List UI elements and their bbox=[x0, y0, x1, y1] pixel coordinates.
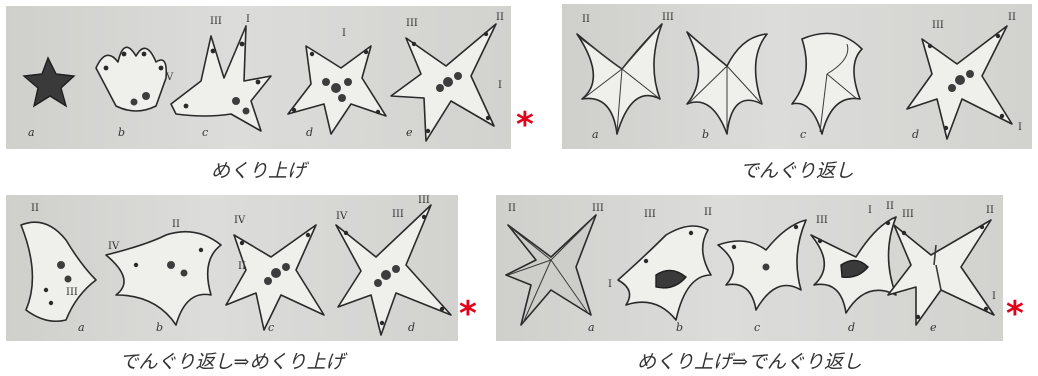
figure-label: c bbox=[754, 321, 760, 334]
starfish-photo-flip-up-to-somersault: a b c d e II III III II I III I II III I… bbox=[496, 195, 1003, 341]
figure-label: a bbox=[28, 126, 35, 139]
arm-numeral: IV bbox=[108, 241, 120, 252]
marker-asterisk: * bbox=[516, 108, 534, 142]
figure-label: b bbox=[676, 321, 683, 334]
arm-numeral: I bbox=[608, 279, 612, 290]
starfish-d bbox=[288, 46, 386, 134]
starfish-a bbox=[21, 222, 96, 321]
arm-numeral: I bbox=[868, 205, 872, 216]
arm-numeral: III bbox=[418, 195, 430, 206]
arm-numeral: III bbox=[902, 209, 914, 220]
arm-numeral: IV bbox=[234, 215, 246, 226]
figure-label: d bbox=[306, 126, 313, 139]
arm-numeral: III bbox=[662, 12, 674, 23]
starfish-c bbox=[792, 33, 862, 134]
arm-numeral: II bbox=[986, 205, 994, 216]
arm-numeral: III bbox=[932, 20, 944, 31]
arm-numeral: III bbox=[210, 16, 222, 27]
figure-label: d bbox=[912, 128, 919, 141]
figure-label: b bbox=[156, 321, 163, 334]
figure-label: c bbox=[202, 126, 208, 139]
arm-numeral: III bbox=[644, 209, 656, 220]
marker-asterisk: * bbox=[459, 297, 477, 331]
arm-numeral: V bbox=[165, 72, 174, 83]
arm-numeral: IV bbox=[336, 211, 348, 222]
starfish-d bbox=[811, 217, 896, 313]
arm-numeral: II bbox=[172, 219, 180, 230]
starfish-a bbox=[24, 58, 74, 106]
caption-flip-up-to-somersault: めくり上げ⇒でんぐり返し bbox=[496, 347, 1003, 374]
arm-numeral: III bbox=[66, 287, 78, 298]
arm-numeral: III bbox=[406, 18, 418, 29]
arm-numeral: I bbox=[498, 80, 502, 91]
figure-label: d bbox=[408, 321, 415, 334]
starfish-e bbox=[888, 220, 994, 325]
figure-label: a bbox=[592, 128, 599, 141]
starfish-c bbox=[226, 225, 324, 330]
figure-label: b bbox=[702, 128, 709, 141]
figure-label: d bbox=[848, 321, 855, 334]
arm-numeral: I bbox=[342, 28, 346, 39]
arm-numeral: II bbox=[582, 14, 590, 25]
figure-label: e bbox=[406, 126, 413, 139]
figure-label: c bbox=[800, 128, 806, 141]
starfish-b bbox=[687, 32, 767, 134]
arm-numeral: II bbox=[1008, 12, 1016, 23]
arm-numeral: III bbox=[392, 209, 404, 220]
figure-label: a bbox=[588, 321, 595, 334]
starfish-d bbox=[907, 26, 1012, 139]
arm-numeral: II bbox=[238, 261, 246, 272]
arm-numeral: II bbox=[886, 201, 894, 212]
arm-numeral: II bbox=[496, 12, 504, 23]
arm-numeral: II bbox=[31, 203, 39, 214]
starfish-c bbox=[171, 26, 271, 131]
marker-asterisk: * bbox=[1006, 297, 1024, 331]
arm-numeral: I bbox=[246, 14, 250, 25]
starfish-b bbox=[106, 232, 221, 325]
arm-numeral: II bbox=[508, 203, 516, 214]
figure-label: c bbox=[268, 321, 274, 334]
caption-flip-up: めくり上げ bbox=[6, 156, 511, 183]
starfish-photo-flip-up: a b c d e III I V I III II I bbox=[6, 6, 511, 149]
starfish-photo-somersault-to-flip-up: a b c d II III IV II IV III IV II III bbox=[6, 195, 458, 341]
figure-label: b bbox=[118, 126, 125, 139]
arm-numeral: III bbox=[816, 215, 828, 226]
caption-somersault: でんぐり返し bbox=[562, 156, 1032, 183]
starfish-a bbox=[506, 215, 596, 325]
figure-label: e bbox=[930, 321, 937, 334]
starfish-d bbox=[336, 205, 451, 335]
arm-numeral: II bbox=[704, 207, 712, 218]
arm-numeral: III bbox=[592, 203, 604, 214]
figure-label: a bbox=[78, 321, 85, 334]
starfish-c bbox=[718, 220, 806, 310]
starfish-e bbox=[391, 24, 496, 141]
starfish-a bbox=[577, 24, 662, 134]
caption-somersault-to-flip-up: でんぐり返し⇒めくり上げ bbox=[6, 347, 458, 374]
starfish-photo-somersault: a b c d II III III II I bbox=[562, 4, 1032, 149]
starfish-b bbox=[96, 47, 166, 111]
arm-numeral: I bbox=[992, 291, 996, 302]
arm-numeral: I bbox=[1018, 122, 1022, 133]
starfish-b bbox=[618, 226, 711, 320]
